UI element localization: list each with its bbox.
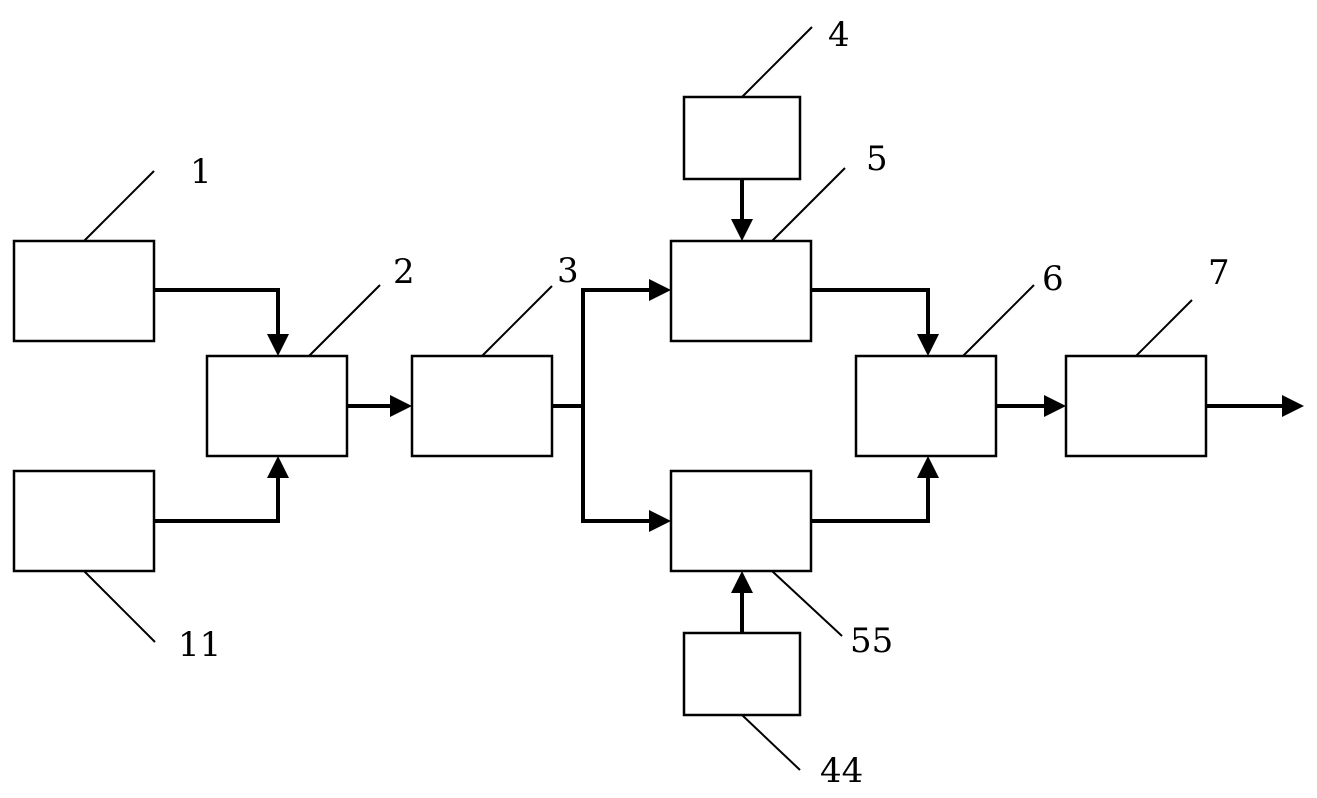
leader-4 — [741, 26, 813, 98]
label-3: 3 — [557, 251, 579, 291]
arrowhead-down-into-2 — [267, 334, 289, 356]
leader-44 — [741, 714, 801, 771]
block-44 — [682, 631, 802, 717]
arrowhead-down-into-5 — [731, 219, 753, 241]
block-1 — [12, 239, 156, 343]
leader-7 — [1135, 299, 1193, 357]
leader-3 — [481, 285, 553, 357]
block-2 — [205, 354, 349, 458]
label-55: 55 — [850, 621, 893, 661]
wire-55-to-6 — [811, 478, 930, 523]
wire-1-to-2 — [154, 288, 280, 334]
arrowhead-right-into-5 — [649, 279, 671, 301]
label-6: 6 — [1042, 259, 1064, 299]
arrowhead-right-into-7 — [1044, 395, 1066, 417]
arrowhead-right-into-3 — [390, 395, 412, 417]
label-7: 7 — [1208, 253, 1230, 293]
block-5 — [669, 239, 813, 343]
block-11 — [12, 469, 156, 573]
leader-1 — [83, 170, 155, 242]
label-4: 4 — [828, 15, 850, 55]
block-55 — [669, 469, 813, 573]
wire-5-to-6 — [811, 288, 930, 334]
leader-11 — [83, 570, 156, 643]
arrowhead-output — [1282, 395, 1304, 417]
wire-11-to-2 — [154, 478, 280, 523]
block-3 — [410, 354, 554, 458]
wire-3-to-55 — [581, 406, 649, 523]
label-44: 44 — [820, 751, 863, 791]
arrowhead-up-into-55 — [731, 571, 753, 593]
arrowhead-right-into-55 — [649, 510, 671, 532]
arrowhead-down-into-6 — [917, 334, 939, 356]
arrowhead-up-into-2 — [267, 456, 289, 478]
label-1: 1 — [190, 152, 212, 192]
label-2: 2 — [393, 252, 415, 292]
wire-3-to-5 — [581, 288, 649, 406]
leader-5 — [771, 167, 846, 242]
block-7 — [1064, 354, 1208, 458]
leader-55 — [771, 570, 843, 637]
label-5: 5 — [866, 139, 888, 179]
label-11: 11 — [178, 625, 221, 665]
block-6 — [854, 354, 998, 458]
leader-2 — [308, 284, 381, 357]
block-4 — [682, 95, 802, 181]
arrowhead-up-into-6 — [917, 456, 939, 478]
leader-6 — [962, 284, 1035, 357]
